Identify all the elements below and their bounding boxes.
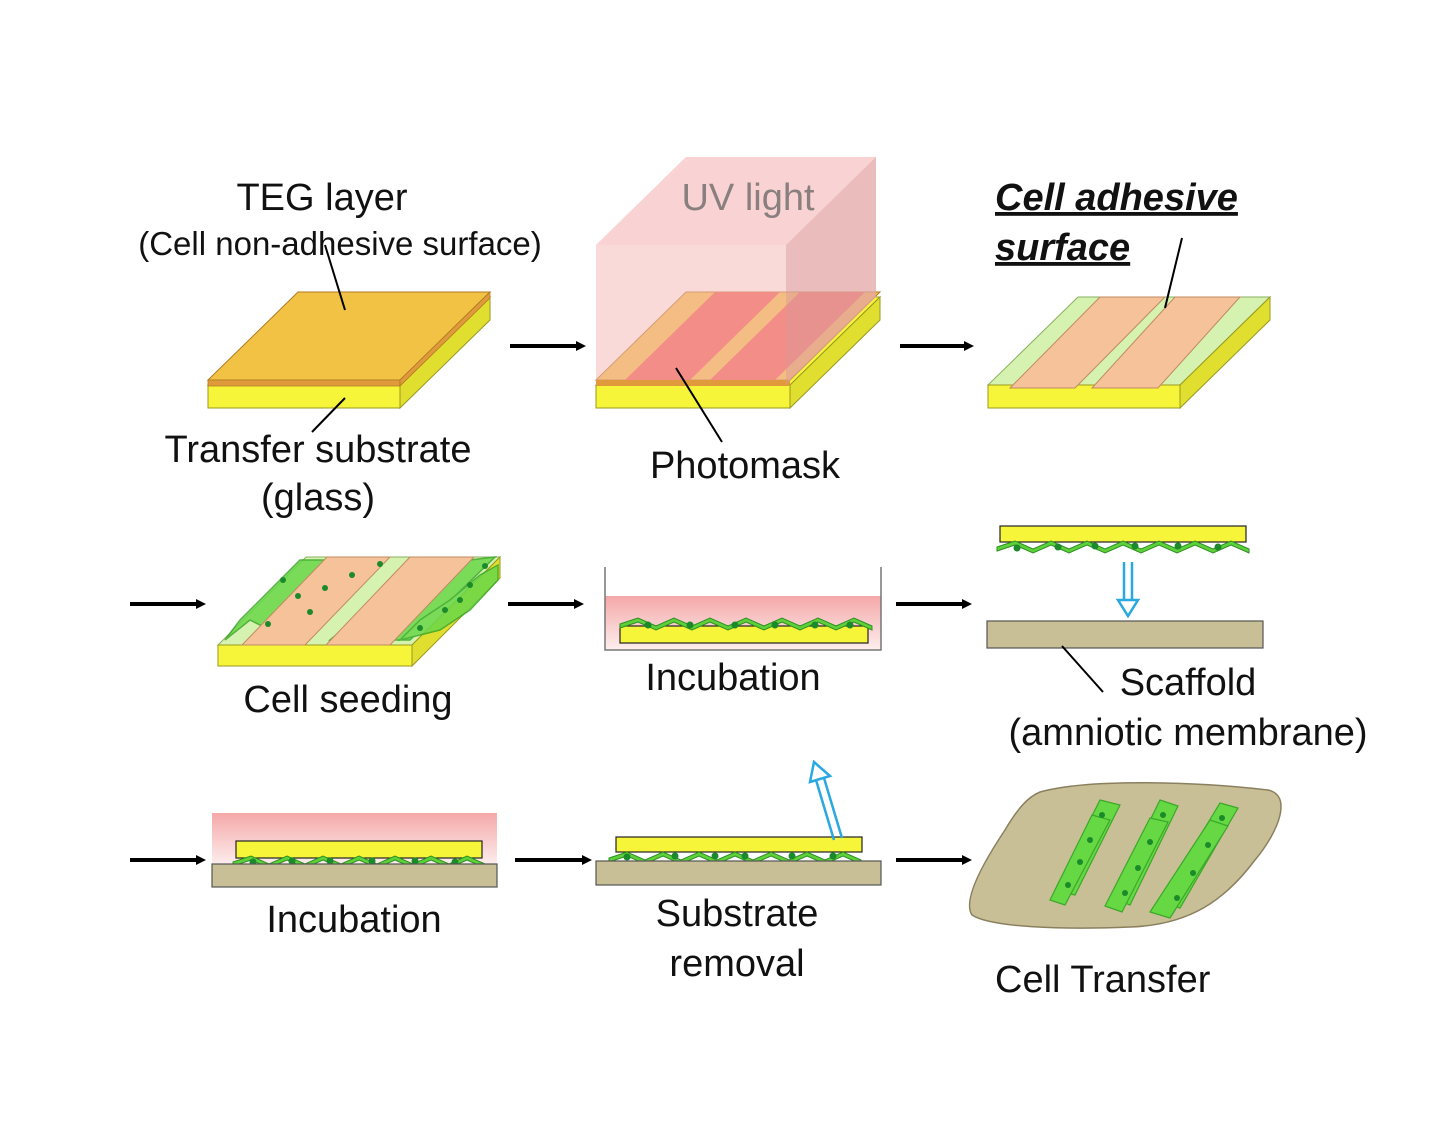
double-line-arrow-icon: [808, 759, 844, 841]
panel-substrate-removal: [595, 759, 882, 886]
glass-label: (glass): [261, 477, 375, 519]
cell-adhesive-label-2: surface: [995, 227, 1130, 269]
transfer-substrate-label: Transfer substrate: [165, 429, 472, 471]
incubation-label-1: Incubation: [645, 657, 820, 699]
glass-side: [1179, 295, 1271, 410]
glass-front: [207, 384, 401, 409]
glass-front: [217, 644, 413, 667]
glass-substrate: [615, 836, 863, 853]
incubation-label-2: Incubation: [266, 899, 441, 941]
cell-seeding-label: Cell seeding: [243, 679, 452, 721]
cell-adhesive-label-1: Cell adhesive: [995, 177, 1238, 219]
panel-cell-seeding: [216, 555, 502, 668]
adhesive-stripe: [1008, 296, 1167, 389]
scaffold-membrane: [595, 860, 882, 886]
teg-layer-label: TEG layer: [236, 177, 407, 219]
uv-light-label: UV light: [681, 177, 814, 219]
culture-dish: [604, 567, 882, 651]
panel-teg-substrate: [206, 244, 492, 433]
cell-nuclei: [623, 852, 837, 861]
scaffold-membrane: [968, 782, 1282, 929]
cell-nuclei: [1065, 812, 1225, 901]
panel-patterned-surface: [986, 237, 1272, 410]
substrate-removal-label-2: removal: [669, 943, 804, 985]
cell-nuclei: [644, 621, 854, 629]
panel-scaffold: [986, 525, 1264, 693]
panel-incubation-1: [604, 567, 882, 651]
glass-substrate: [235, 840, 483, 859]
cell-nuclei: [1013, 542, 1222, 552]
teg-leader-line: [324, 244, 346, 311]
teg-sub-label: (Cell non-adhesive surface): [138, 225, 542, 262]
panel-uv-exposure: [594, 157, 882, 443]
substrate-leader-line: [311, 397, 346, 433]
scaffold-leader-line: [1061, 645, 1104, 693]
panel-incubation-2: [211, 813, 498, 888]
photomask-label: Photomask: [650, 445, 841, 487]
cell-sheet: [996, 540, 1250, 554]
adhesive-stripe: [240, 556, 392, 646]
adhesive-stripe: [324, 556, 476, 646]
glass-side: [789, 295, 881, 410]
glass-substrate: [619, 625, 869, 644]
cell-nuclei: [265, 561, 488, 631]
adhesive-stripe: [1090, 296, 1242, 389]
adhesive-leader-line: [1164, 237, 1183, 309]
scaffold-membrane: [986, 620, 1264, 649]
double-line-arrow-icon: [1115, 562, 1141, 619]
substrate-removal-label-1: Substrate: [656, 893, 819, 935]
photomask-leader-line: [675, 367, 723, 443]
panel-cell-transfer: [968, 782, 1282, 929]
scaffold-membrane: [211, 863, 498, 888]
cell-transfer-label: Cell Transfer: [995, 959, 1211, 1001]
amniotic-label: (amniotic membrane): [1009, 712, 1368, 754]
scaffold-label: Scaffold: [1120, 662, 1257, 704]
glass-substrate: [999, 525, 1247, 543]
